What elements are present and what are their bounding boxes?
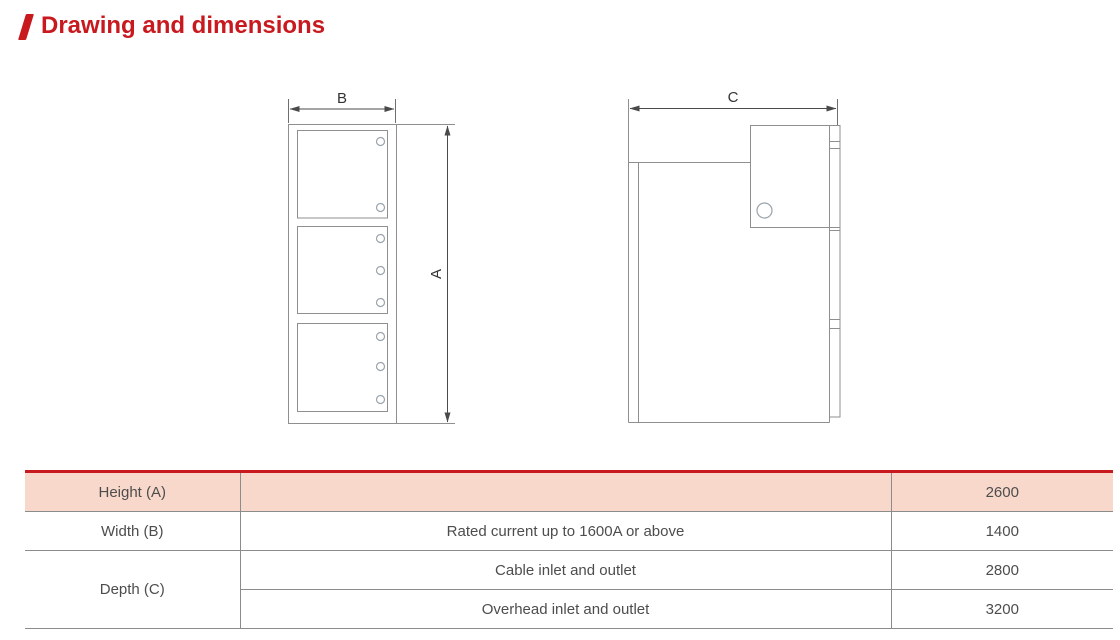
compartment-knob-circle: [756, 202, 773, 219]
rear-strip-outline: [829, 125, 841, 418]
dim-label-c: C: [728, 89, 739, 106]
hinge-hole-circle: [375, 361, 386, 372]
dim-label-a: A: [428, 269, 445, 279]
cell-parameter: Width (B): [25, 511, 240, 551]
section-header: Drawing and dimensions: [18, 12, 326, 40]
cell-condition: Overhead inlet and outlet: [239, 589, 891, 629]
cell-condition: [239, 470, 891, 512]
cell-value: 1400: [890, 511, 1113, 551]
table-row-height: Height (A) 2600: [25, 470, 1113, 512]
cell-value: 2600: [890, 470, 1113, 512]
hinge-hole-circle: [375, 297, 386, 308]
door-panel-middle: [297, 226, 388, 314]
hinge-hole-circle: [375, 331, 386, 342]
cell-value: 3200: [890, 589, 1113, 629]
cell-value: 2800: [890, 550, 1113, 590]
page-title: Drawing and dimensions: [41, 12, 326, 39]
drawings-canvas: B A: [288, 89, 841, 424]
dimensions-table: Height (A) 2600 Width (B) Rated current …: [25, 470, 1113, 629]
cell-condition: Rated current up to 1600A or above: [239, 511, 891, 551]
rear-panel-strip: [829, 125, 841, 418]
cell-parameter: Height (A): [25, 470, 240, 512]
door-panel-top: [297, 130, 388, 219]
table-row-width: Width (B) Rated current up to 1600A or a…: [25, 511, 1113, 551]
hinge-hole-circle: [375, 265, 386, 276]
table-row-depth-overhead: Overhead inlet and outlet 3200: [25, 589, 1113, 629]
dim-label-b: B: [337, 90, 347, 107]
hinge-hole-circle: [375, 394, 386, 405]
hinge-hole-circle: [375, 202, 386, 213]
cell-condition: Cable inlet and outlet: [239, 550, 891, 590]
side-view-drawing: C: [628, 89, 841, 423]
door-panel-bottom: [297, 323, 388, 412]
front-view-drawing: B A: [288, 90, 455, 424]
hinge-holes: [375, 136, 386, 405]
cell-parameter: Depth (C): [25, 550, 240, 629]
hinge-hole-circle: [375, 233, 386, 244]
table-row-depth-cable: Depth (C) Cable inlet and outlet 2800: [25, 550, 1113, 629]
hinge-hole-circle: [375, 136, 386, 147]
